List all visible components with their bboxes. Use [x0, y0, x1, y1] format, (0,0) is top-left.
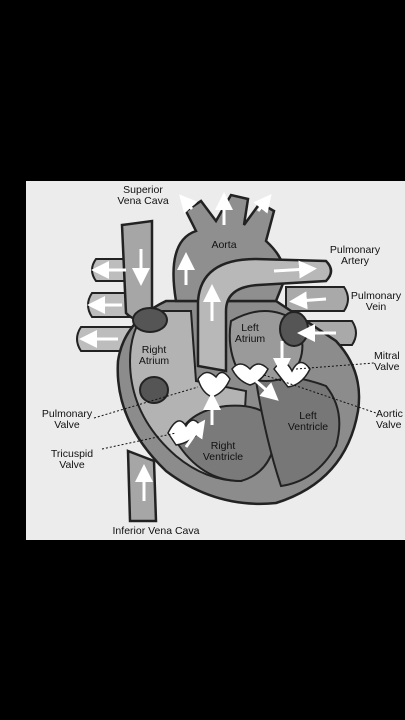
label-aortic-valve: Aortic Valve	[376, 408, 403, 431]
label-right-atrium: Right Atrium	[138, 344, 170, 367]
label-aorta: Aorta	[211, 239, 237, 251]
label-left-ventricle: Left Ventricle	[287, 410, 329, 433]
label-left-atrium: Left Atrium	[234, 322, 266, 345]
heart-illustration	[76, 192, 377, 523]
label-pulmonary-artery: Pulmonary Artery	[329, 244, 381, 267]
aortic-valve-shape	[231, 363, 269, 386]
svc-opening	[132, 307, 168, 333]
label-inferior-vena-cava: Inferior Vena Cava	[112, 525, 200, 537]
label-mitral-valve: Mitral Valve	[374, 350, 400, 373]
superior-vena-cava-shape	[120, 219, 154, 321]
left-ventricle-shape	[254, 376, 341, 488]
label-pulmonary-vein: Pulmonary Vein	[350, 290, 402, 313]
flow-arrows	[79, 192, 336, 501]
pulmonary-artery-shape	[196, 257, 333, 373]
heart-diagram: Superior Vena Cava Aorta Pulmonary Arter…	[26, 181, 405, 540]
leader-lines	[93, 362, 377, 450]
left-atrium-opening	[279, 311, 309, 347]
ivc-opening	[139, 376, 169, 404]
inferior-vena-cava-shape	[126, 449, 158, 523]
label-pulmonary-valve: Pulmonary Valve	[41, 408, 93, 431]
label-right-ventricle: Right Ventricle	[202, 440, 244, 463]
label-tricuspid-valve: Tricuspid Valve	[50, 448, 94, 471]
label-superior-vena-cava: Superior Vena Cava	[117, 184, 169, 207]
